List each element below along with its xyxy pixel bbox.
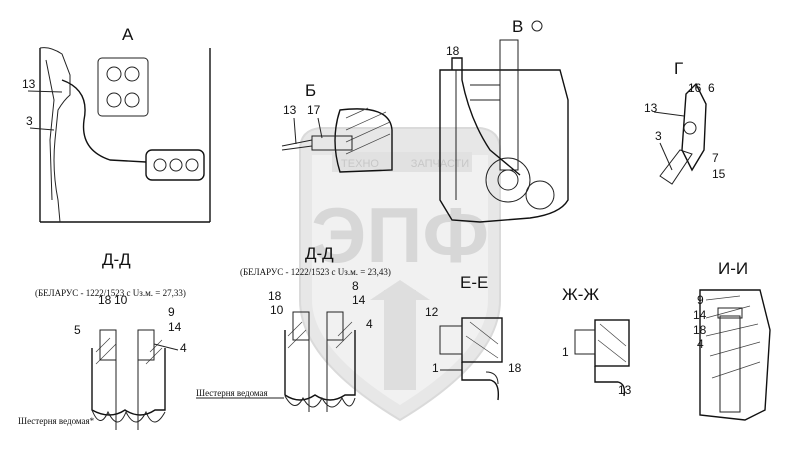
callout-g-16: 16 xyxy=(688,81,702,95)
view-dd-right: Д-Д (БЕЛАРУС - 1222/1523 с Uз.м. = 23,43… xyxy=(196,244,391,412)
callout-ee-18: 18 xyxy=(508,361,522,375)
callout-dd1-14: 14 xyxy=(168,320,182,334)
section-label-v: В xyxy=(512,17,523,36)
callout-dd1-9: 9 xyxy=(168,305,175,319)
callout-ee-1: 1 xyxy=(432,361,439,375)
callout-g-15: 15 xyxy=(712,167,726,181)
callout-dd1-4: 4 xyxy=(180,341,187,355)
callout-g-3: 3 xyxy=(655,129,662,143)
callout-dd2-10: 10 xyxy=(270,303,284,317)
section-label-g: Г xyxy=(674,59,683,78)
watermark-logo: ЭПФ ТЕХНО ЗАПЧАСТИ xyxy=(299,127,501,422)
callout-dd1-10: 10 xyxy=(114,293,128,307)
view-b: Б 13 17 xyxy=(281,81,393,173)
section-label-dd-right: Д-Д xyxy=(305,244,334,263)
callout-ii-9: 9 xyxy=(697,293,704,307)
section-label-zhzh: Ж-Ж xyxy=(562,285,599,304)
section-label-ee: Е-Е xyxy=(460,273,488,292)
callout-g-7: 7 xyxy=(712,151,719,165)
section-label-ii: И-И xyxy=(718,259,748,278)
view-a: А 13 3 xyxy=(22,25,211,223)
view-ii: И-И 9 14 18 4 xyxy=(693,259,771,421)
caption-gear-2: Шестерня ведомая xyxy=(196,388,268,398)
callout-zhzh-1: 1 xyxy=(562,345,569,359)
callout-a-13: 13 xyxy=(22,77,36,91)
callout-g-13: 13 xyxy=(644,101,658,115)
section-label-dd-left: Д-Д xyxy=(102,250,131,269)
callout-dd1-18: 18 xyxy=(98,293,112,307)
caption-dd-right-note: (БЕЛАРУС - 1222/1523 с Uз.м. = 23,43) xyxy=(240,267,391,277)
section-label-b: Б xyxy=(305,81,316,100)
callout-ii-18: 18 xyxy=(693,323,707,337)
callout-zhzh-13: 13 xyxy=(618,383,632,397)
callout-a-3: 3 xyxy=(26,114,33,128)
section-label-a: А xyxy=(122,25,134,44)
callout-ee-12: 12 xyxy=(425,305,439,319)
callout-v-18: 18 xyxy=(446,44,460,58)
watermark-logo-text: ЭПФ xyxy=(311,191,489,279)
callout-dd2-14: 14 xyxy=(352,293,366,307)
callout-dd2-8: 8 xyxy=(352,279,359,293)
callout-dd2-18: 18 xyxy=(268,289,282,303)
caption-gear-1: Шестерня ведомая* xyxy=(18,416,95,426)
callout-ii-14: 14 xyxy=(693,308,707,322)
callout-g-6: 6 xyxy=(708,81,715,95)
callout-b-13: 13 xyxy=(283,103,297,117)
view-zhzh: Ж-Ж 1 13 xyxy=(562,285,632,397)
view-g: Г 13 16 6 3 7 15 xyxy=(644,59,726,185)
callout-dd2-4: 4 xyxy=(366,317,373,331)
view-v: В 18 xyxy=(439,17,569,223)
callout-b-17: 17 xyxy=(307,103,321,117)
watermark-ribbon-left: ТЕХНО xyxy=(341,158,379,170)
view-ee: Е-Е 12 1 18 xyxy=(425,273,522,401)
view-dd-left: Д-Д (БЕЛАРУС - 1222/1523 с Uз.м. = 27,33… xyxy=(18,250,187,430)
callout-ii-4: 4 xyxy=(697,337,704,351)
callout-dd1-5: 5 xyxy=(74,323,81,337)
caption-dd-left-note: (БЕЛАРУС - 1222/1523 с Uз.м. = 27,33) xyxy=(35,288,186,298)
